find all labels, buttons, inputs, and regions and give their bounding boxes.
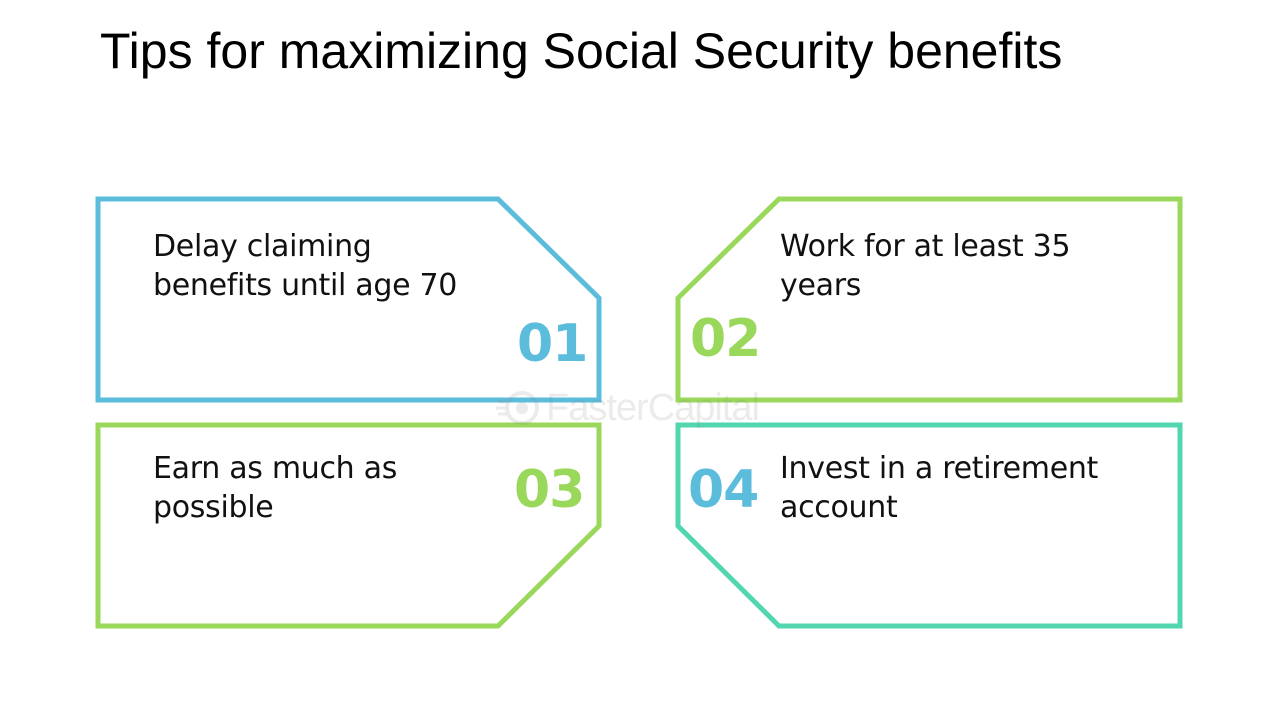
tip-4-number: 04 [688, 460, 759, 520]
tip-2-number: 02 [690, 309, 761, 369]
watermark: FasterCapital [496, 384, 760, 432]
tip-card-4-frame [675, 422, 1183, 629]
tip-3-number: 03 [514, 460, 585, 520]
tip-card-1-frame [95, 196, 602, 403]
watermark-text: FasterCapital [546, 386, 760, 429]
tip-3-text: Earn as much as possible [153, 451, 398, 525]
page-title: Tips for maximizing Social Security bene… [100, 23, 1063, 79]
tip-4-text: Invest in a retirement account [780, 451, 1099, 525]
tip-1-text: Delay claiming benefits until age 70 [153, 229, 458, 303]
faster-capital-logo-icon [496, 391, 539, 425]
tip-card-3-frame [95, 422, 602, 629]
tip-2-text: Work for at least 35 years [780, 229, 1071, 303]
tip-1-number: 01 [517, 314, 588, 374]
tip-card-2-frame [675, 196, 1183, 403]
